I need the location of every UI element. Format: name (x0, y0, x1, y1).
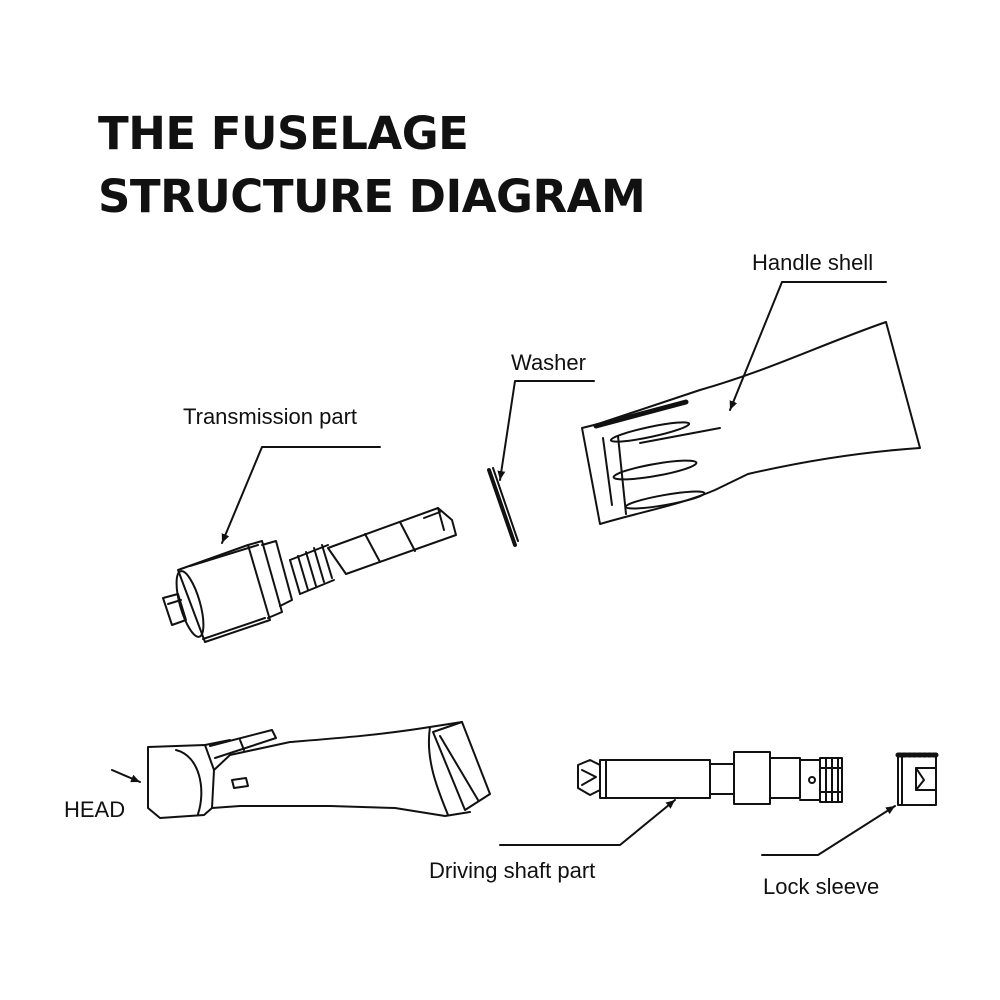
title-line-1: THE FUSELAGE (98, 107, 469, 160)
title-line-2: STRUCTURE DIAGRAM (98, 170, 646, 223)
handle-shell-drawing (582, 322, 920, 524)
transmission-part-leader (222, 447, 380, 543)
washer-leader (497, 381, 594, 480)
lock-sleeve-drawing (898, 755, 936, 805)
label-washer: Washer (511, 350, 586, 375)
head-drawing (148, 722, 490, 818)
label-lock-sleeve: Lock sleeve (763, 874, 880, 899)
label-driving-shaft-part: Driving shaft part (429, 858, 596, 883)
label-transmission-part: Transmission part (183, 404, 358, 429)
lock-sleeve-leader (762, 806, 895, 855)
driving-shaft-part-drawing (578, 752, 842, 804)
label-handle-shell: Handle shell (752, 250, 874, 275)
driving-shaft-part-leader (500, 800, 675, 845)
head-leader (112, 770, 140, 782)
transmission-part-drawing (163, 508, 456, 642)
handle-shell-leader (730, 282, 886, 410)
label-head: HEAD (64, 797, 126, 822)
washer-drawing (489, 468, 518, 545)
